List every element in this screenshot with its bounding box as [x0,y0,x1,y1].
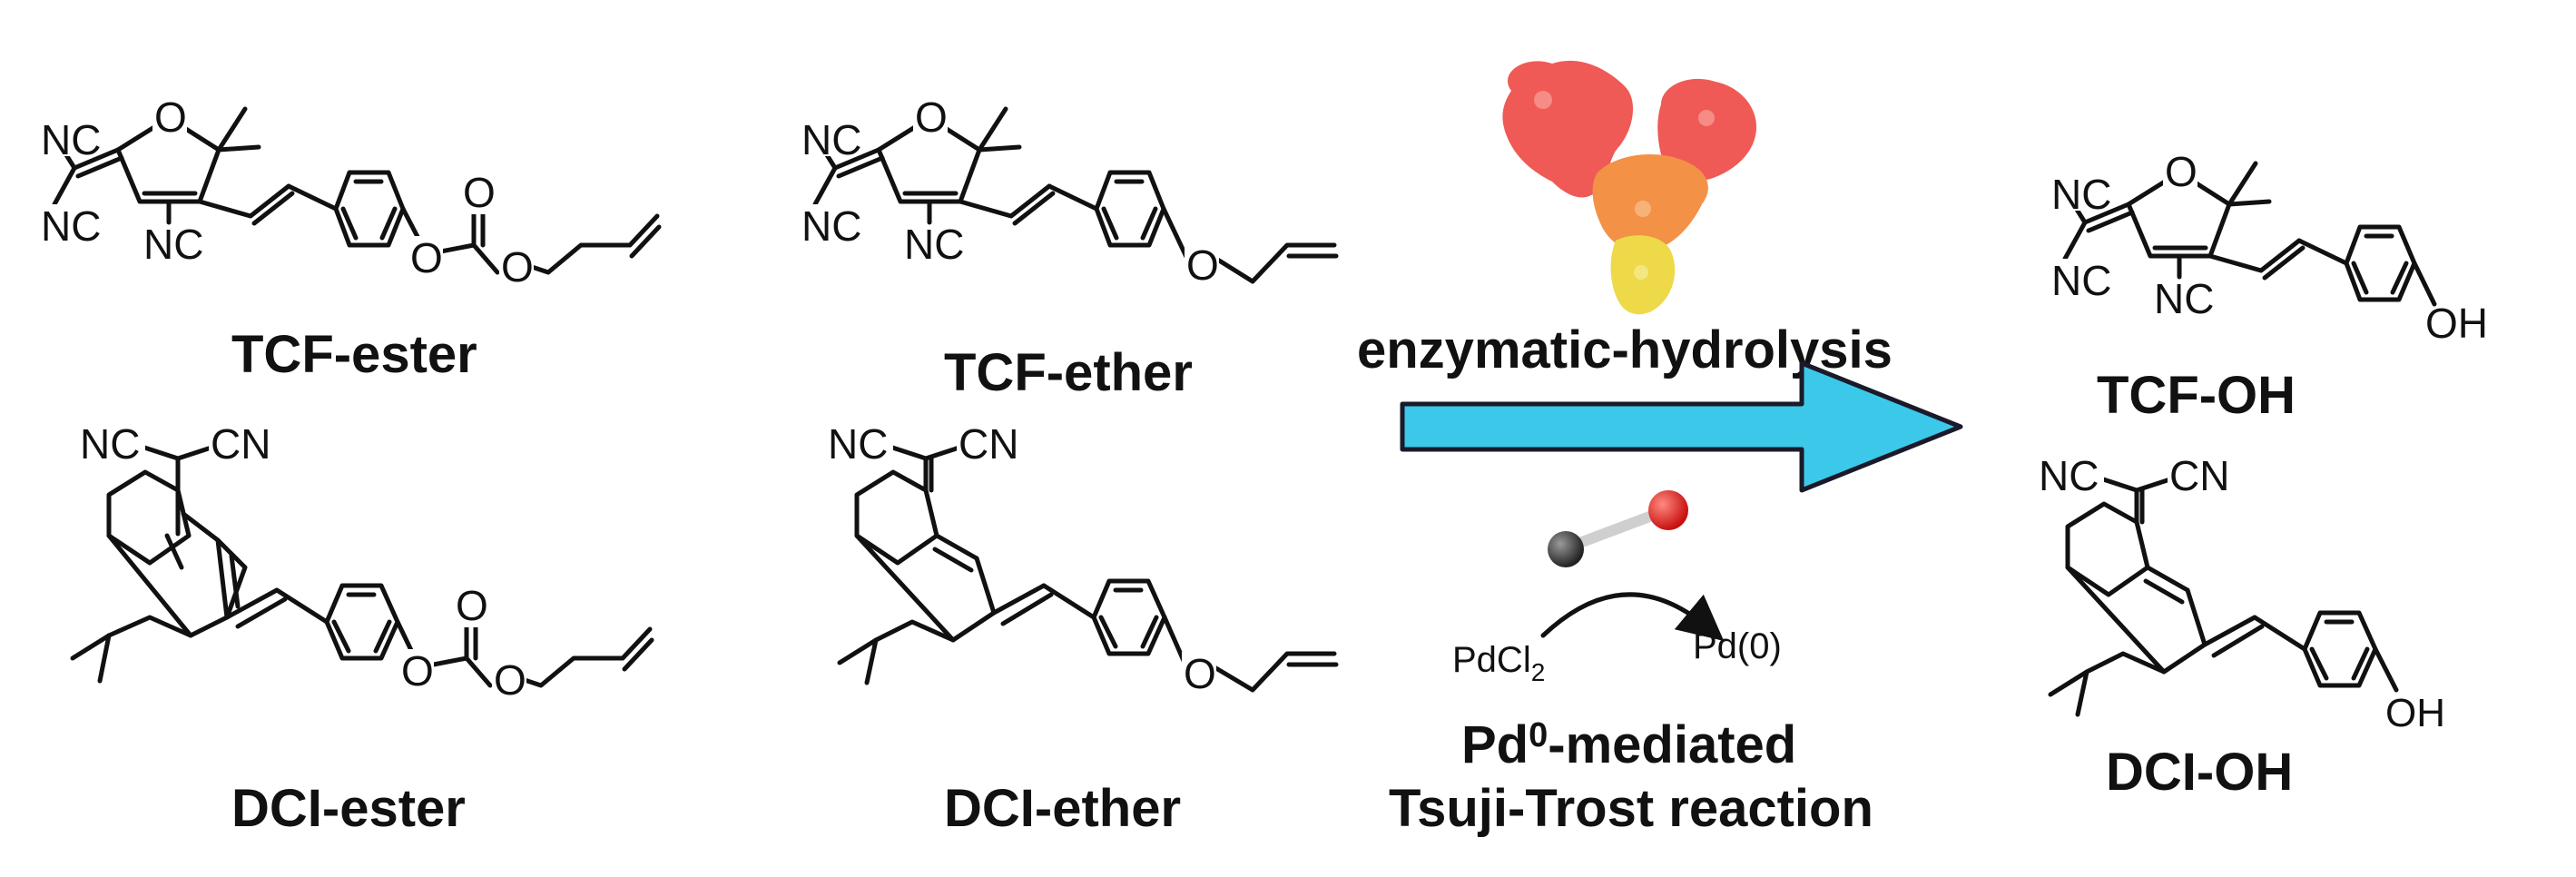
atom-label: O [501,243,534,291]
atom-label: O [2165,148,2197,195]
atom-label: CN [959,420,1018,468]
atom-label: NC [801,116,861,163]
atom-label: O [1184,650,1216,697]
atom-label: O [410,234,443,281]
compound-label-dci-ester: DCI-ester [231,779,466,838]
tcf-oh-structure: O NC NC NC OH [2051,148,2488,347]
curved-arrow [1540,592,1725,641]
atom-label: NC [2051,257,2111,304]
atom-label: O [154,94,187,141]
atom-label: CN [211,420,270,468]
compound-label-dci-oh: DCI-OH [2106,743,2293,802]
atom-label: OH [2385,691,2445,735]
compound-label-tcf-oh: TCF-OH [2097,366,2296,425]
atom-label: NC [2039,452,2099,499]
tcf-ether-structure: O NC NC NC O [801,94,1339,289]
atom-label: NC [80,420,140,468]
dci-ester-structure: NC CN O O O [70,420,654,704]
reaction-arrow [1400,360,1963,493]
atom-label: O [401,647,434,695]
atom-label: O [463,169,496,216]
atom-label: O [915,94,948,141]
atom-label: NC [2154,275,2214,322]
pd-mediated-label: Pd0-mediated [1461,715,1796,774]
enzyme-structure-icon [1502,60,1756,315]
tcf-ester-structure: O NC NC NC O O O [41,94,662,291]
catalyst-start-label: PdCl2 [1452,640,1545,686]
compound-label-dci-ether: DCI-ether [944,779,1181,838]
tsuji-trost-label: Tsuji-Trost reaction [1389,779,1873,838]
co-molecule-icon [1548,490,1688,567]
compound-label-tcf-ester: TCF-ester [231,325,477,384]
atom-label: O [456,582,488,629]
atom-label: NC [828,420,888,468]
atom-label: NC [2051,171,2111,218]
atom-label: NC [41,116,101,163]
atom-label: NC [143,221,203,268]
atom-label: NC [41,202,101,250]
dci-oh-structure: NC CN OH [2039,452,2445,735]
compound-label-tcf-ether: TCF-ether [944,343,1193,402]
atom-label: O [494,656,526,704]
atom-label: CN [2169,452,2229,499]
atom-label: OH [2425,300,2488,347]
catalyst-end-label: Pd(0) [1693,626,1782,666]
atom-label: NC [904,221,964,268]
atom-label: NC [801,202,861,250]
atom-label: O [1186,241,1219,289]
dci-ether-structure: NC CN O [828,420,1339,697]
